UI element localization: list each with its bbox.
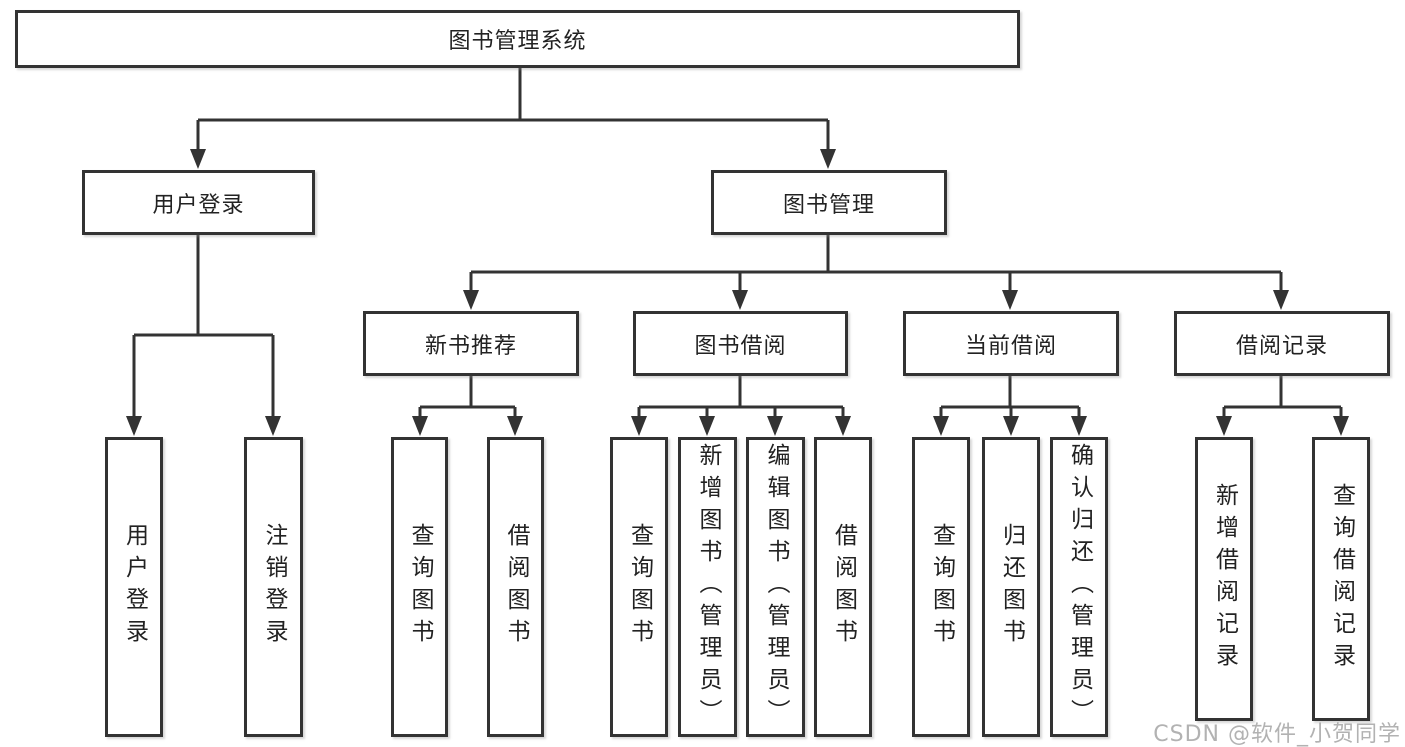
leaf-query-book-current: 查询图书: [912, 437, 970, 737]
leaf-return-book-label: 归还图书: [998, 523, 1025, 651]
leaf-user-login-label: 用户登录: [121, 523, 148, 651]
csdn-watermark: CSDN @软件_小贺同学: [1153, 722, 1401, 747]
leaf-add-borrow-record: 新增借阅记录: [1195, 437, 1253, 721]
leaf-add-borrow-record-label: 新增借阅记录: [1211, 483, 1238, 675]
node-book-borrow: 图书借阅: [633, 311, 848, 376]
node-library-system: 图书管理系统: [15, 10, 1020, 68]
leaf-query-book-recommend: 查询图书: [391, 437, 448, 737]
node-new-book-recommend: 新书推荐: [363, 311, 579, 376]
leaf-add-book-admin: 新增图书（管理员）: [678, 437, 737, 737]
leaf-query-borrow-record-label: 查询借阅记录: [1328, 483, 1355, 675]
leaf-query-book-current-label: 查询图书: [928, 523, 955, 651]
node-book-management: 图书管理: [711, 170, 947, 235]
node-library-system-label: 图书管理系统: [448, 29, 587, 54]
leaf-query-book-recommend-label: 查询图书: [407, 523, 433, 651]
leaf-confirm-return-admin: 确认归还（管理员）: [1050, 437, 1108, 737]
node-book-management-label: 图书管理: [782, 192, 875, 218]
leaf-logout-label: 注销登录: [261, 523, 287, 651]
node-book-borrow-label: 图书借阅: [694, 333, 787, 359]
node-user-login-label: 用户登录: [152, 192, 245, 218]
node-user-login: 用户登录: [82, 170, 315, 235]
leaf-query-book-borrow: 查询图书: [610, 437, 668, 737]
leaf-return-book: 归还图书: [982, 437, 1040, 737]
leaf-query-borrow-record: 查询借阅记录: [1312, 437, 1370, 721]
leaf-logout: 注销登录: [244, 437, 303, 737]
leaf-borrow-book-recommend-label: 借阅图书: [503, 523, 529, 651]
node-borrow-records: 借阅记录: [1174, 311, 1390, 376]
leaf-borrow-book-recommend: 借阅图书: [487, 437, 544, 737]
node-current-borrow-label: 当前借阅: [964, 333, 1057, 359]
leaf-borrow-book: 借阅图书: [814, 437, 872, 737]
node-new-book-recommend-label: 新书推荐: [424, 333, 517, 359]
leaf-add-book-admin-label: 新增图书（管理员）: [695, 443, 721, 731]
node-borrow-records-label: 借阅记录: [1235, 333, 1328, 359]
node-current-borrow: 当前借阅: [903, 311, 1119, 376]
leaf-edit-book-admin-label: 编辑图书（管理员）: [763, 443, 789, 731]
leaf-confirm-return-admin-label: 确认归还（管理员）: [1066, 443, 1093, 731]
leaf-user-login: 用户登录: [105, 437, 163, 737]
leaf-query-book-borrow-label: 查询图书: [626, 523, 653, 651]
leaf-edit-book-admin: 编辑图书（管理员）: [746, 437, 805, 737]
leaf-borrow-book-label: 借阅图书: [830, 523, 857, 651]
arrowheads: [126, 149, 1349, 436]
